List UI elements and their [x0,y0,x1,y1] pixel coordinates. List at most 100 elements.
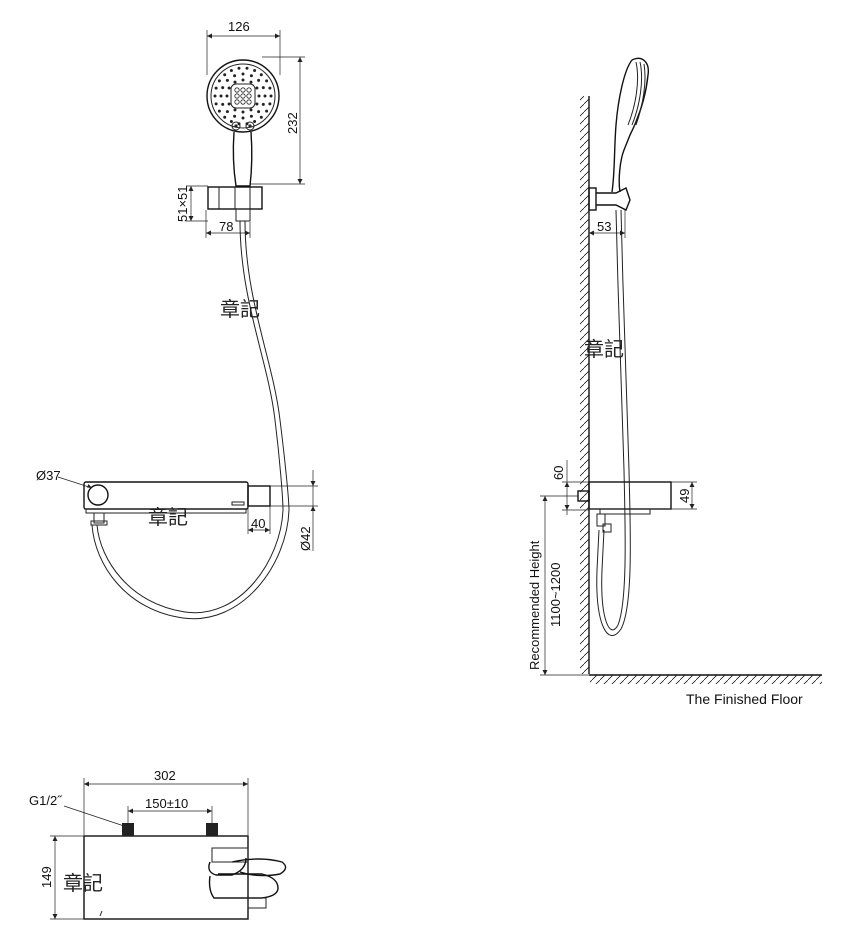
center-nozzle [240,93,246,99]
holder [207,186,263,222]
finished-floor-label: The Finished Floor [686,691,803,707]
nozzle-dot [217,109,221,113]
dim-holder-size: 51×51 [175,185,208,222]
dim-outlet-offset-text: 40 [251,516,265,531]
dim-shelf-height: 49 [671,481,697,510]
body-rear [83,835,249,920]
dim-body-width-text: 302 [154,768,176,783]
center-nozzle [246,93,252,99]
nozzle-dot [253,120,257,123]
dim-body-width: 302 [83,768,249,835]
nozzle-dot [257,78,261,82]
center-nozzle [240,87,246,93]
nozzle-dot [255,102,259,106]
nozzle-dot [241,110,245,114]
nozzle-dot [233,114,237,118]
nozzle-dot [217,79,221,83]
shower-head [206,59,280,187]
dim-shelf-top: 60 [551,460,589,515]
front-view: 126 232 [36,19,318,620]
nozzle-dot [257,94,261,98]
dim-shelf-height-text: 49 [677,489,692,503]
hose [91,220,290,620]
nozzle-dot [225,78,229,82]
nozzle-dot [241,72,245,76]
nozzle-dot [259,73,263,77]
center-nozzle [234,87,240,93]
center-nozzle [240,99,246,105]
dim-head-width-text: 126 [228,19,250,34]
nozzle-dot [245,66,249,70]
side-view: 53 60 49 [527,57,822,707]
shower-side [588,57,649,636]
center-nozzle [234,93,240,99]
dim-holder-size-text: 51×51 [175,185,190,222]
nozzle-dot [237,66,241,70]
nozzle-dot [253,69,257,72]
nozzle-dot [233,80,237,84]
nozzle-dot [214,102,218,106]
dim-body-height: 149 [39,835,84,920]
nozzle-dot [229,69,233,72]
watermark: 章記 [584,337,624,361]
nozzle-dot [221,102,225,106]
nozzle-dot [249,74,253,78]
recommended-height-label: Recommended Height [527,540,542,670]
nozzle-dot [233,108,237,112]
dim-knob-text: Ø37 [36,468,61,483]
nozzle-dot [225,94,229,98]
wall [580,96,589,674]
outlet-side [208,847,287,909]
dim-body-height-text: 149 [39,866,54,888]
dim-inlet-thread: G1/2˝ [29,793,125,827]
watermark: 章記 [63,871,103,895]
nozzle-dot [241,116,245,120]
nozzle-dot [268,102,272,106]
center-nozzle [234,99,240,105]
dim-head-width: 126 [206,19,281,75]
dim-head-height-text: 232 [285,112,300,134]
dim-inlet-spacing-text: 150±10 [145,796,188,811]
nozzle-dot [263,94,267,98]
dim-inlet-spacing: 150±10 [127,796,213,828]
nozzle-dot [259,115,263,119]
nozzle-dot [261,102,265,106]
nozzle-dot [225,110,229,114]
watermark: 章記 [220,297,260,321]
dim-wall-holder: 53 [588,210,626,238]
nozzle-dot [219,94,223,98]
watermark: 章記 [148,505,188,529]
dim-holder-offset-text: 78 [219,219,233,234]
nozzle-dot [241,78,245,82]
dim-recommended-height: Recommended Height 1100~1200 [527,495,589,676]
dim-outlet-offset: 40 [247,506,271,534]
dim-knob: Ø37 [36,468,93,489]
center-nozzle [246,87,252,93]
nozzle-dot [255,86,259,90]
nozzle-dot [221,86,225,90]
inlet-left [122,823,134,836]
dim-outlet-diameter: Ø42 [270,470,318,551]
nozzle-dot [265,109,269,113]
nozzle-dot [257,110,261,114]
nozzle-dot [214,86,218,90]
nozzle-dot [261,86,265,90]
nozzle-dot [233,74,237,78]
dim-outlet-diameter-text: Ø42 [298,526,313,551]
inlet-right [206,823,218,836]
nozzle-dot [227,102,231,106]
nozzle-dot [223,73,227,77]
dim-head-height: 232 [250,56,305,185]
height-range-label: 1100~1200 [548,563,563,627]
mixer-front [83,481,271,526]
nozzle-dot [249,108,253,112]
nozzle-dot [249,80,253,84]
nozzle-dot [229,120,233,123]
center-nozzle [246,99,252,105]
dim-holder-offset: 78 [205,210,251,238]
dim-shelf-top-text: 60 [551,466,566,480]
nozzle-dot [227,86,231,90]
nozzle-dot [265,79,269,83]
nozzle-dot [213,94,217,98]
